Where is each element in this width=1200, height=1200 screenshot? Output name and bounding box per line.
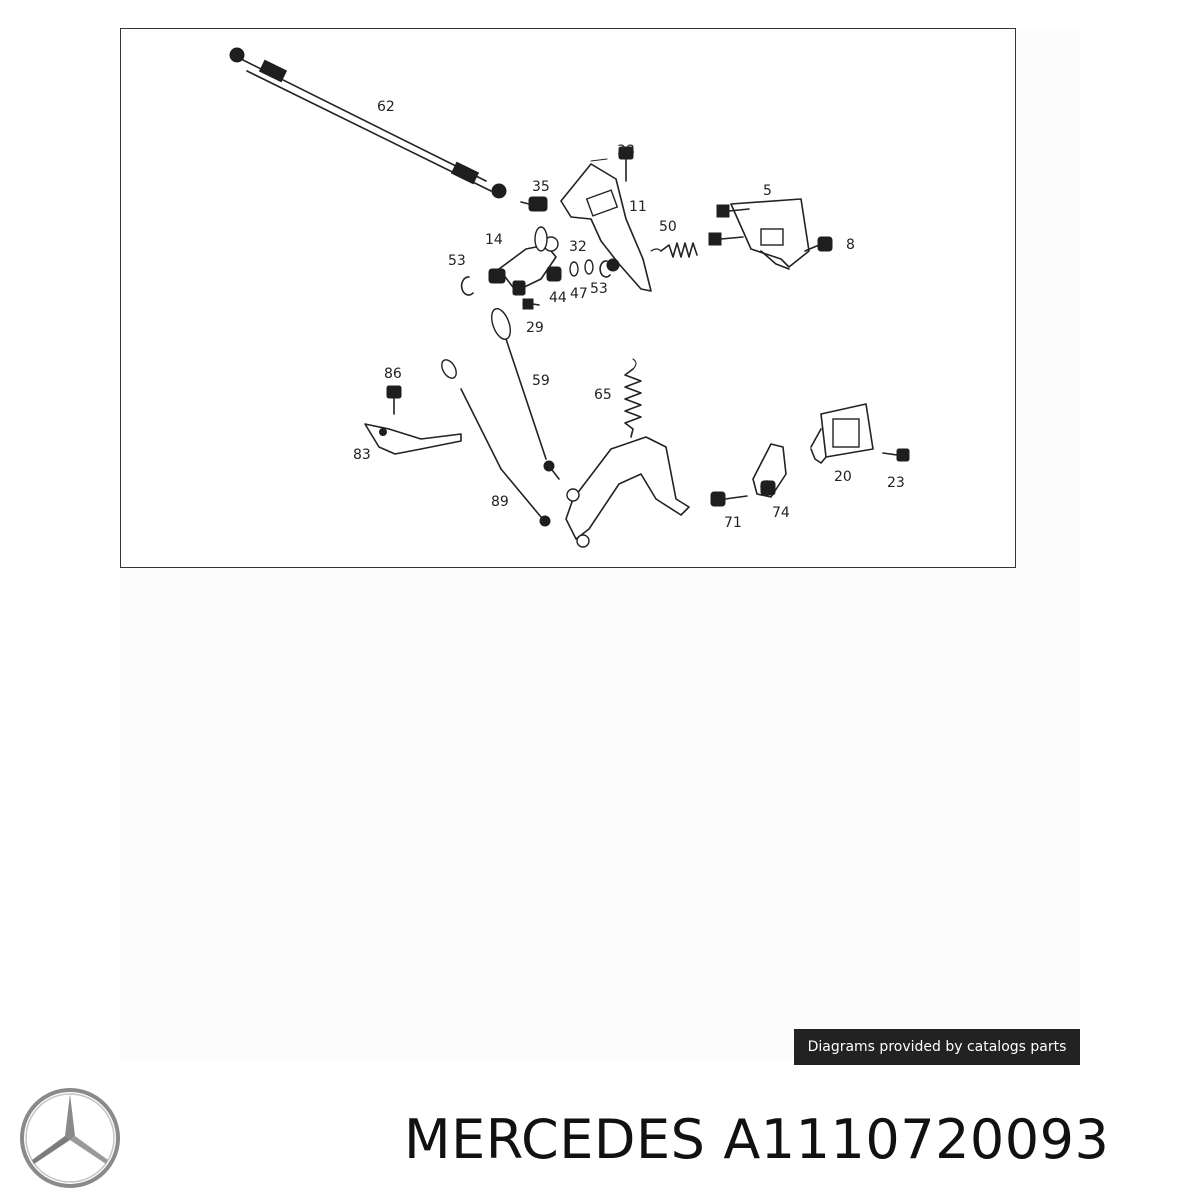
part-8-screw <box>804 236 833 252</box>
part-label-20: 20 <box>834 469 852 485</box>
part-44-bushing <box>546 266 562 282</box>
part-label-5: 5 <box>763 183 772 199</box>
part-label-50: 50 <box>659 219 677 235</box>
part-50-spring <box>650 242 698 258</box>
part-label-44: 44 <box>549 290 567 306</box>
part-83-bracket <box>364 423 462 455</box>
part-number: A1110720093 <box>723 1108 1110 1171</box>
part-74-bolt <box>710 491 748 507</box>
part-label-53-right: 53 <box>590 281 608 297</box>
part-5-mount-bracket <box>708 198 810 270</box>
part-23-screw <box>882 448 910 462</box>
parts-diagram-frame: 62 38 35 11 5 14 32 50 8 53 44 47 53 29 … <box>120 28 1016 568</box>
part-lever-plate <box>565 436 690 548</box>
part-label-59: 59 <box>532 373 550 389</box>
part-53-clip-left <box>460 276 474 296</box>
part-14-lever <box>488 236 559 296</box>
parts-diagram: 62 38 35 11 5 14 32 50 8 53 44 47 53 29 … <box>229 47 910 548</box>
part-35-nut <box>520 196 548 212</box>
part-label-38: 38 <box>617 143 635 159</box>
part-label-86: 86 <box>384 366 402 382</box>
part-label-89: 89 <box>491 494 509 510</box>
diagram-credit-text: Diagrams provided by catalogs parts <box>807 1039 1067 1055</box>
part-11-bracket <box>560 158 652 292</box>
mercedes-star-icon <box>20 1088 120 1188</box>
part-38-bolt <box>618 146 634 182</box>
part-label-74: 71 <box>724 515 742 531</box>
part-89-gas-strut <box>441 359 551 527</box>
part-47-washer <box>569 259 594 277</box>
part-20-switch <box>810 403 874 464</box>
part-32-washer <box>534 226 548 252</box>
part-label-29: 29 <box>526 320 544 336</box>
part-label-53-left: 53 <box>448 253 466 269</box>
part-62-rod <box>229 47 507 199</box>
product-title: MERCEDES A1110720093 <box>404 1108 1127 1171</box>
part-label-11: 11 <box>629 199 647 215</box>
part-label-62: 62 <box>377 99 395 115</box>
part-label-71: 74 <box>772 505 790 521</box>
part-86-bolt <box>386 385 402 415</box>
part-label-8: 8 <box>846 237 855 253</box>
brand-name: MERCEDES <box>404 1108 706 1171</box>
diagram-credit-badge: Diagrams provided by catalogs parts <box>794 1029 1080 1065</box>
part-29-bolt <box>522 298 540 310</box>
part-65-spring <box>624 358 642 438</box>
part-71-lever <box>752 443 787 498</box>
part-53-clip-right <box>599 258 620 278</box>
part-label-23: 23 <box>887 475 905 491</box>
part-label-65: 65 <box>594 387 612 403</box>
part-label-83: 83 <box>353 447 371 463</box>
part-label-35: 35 <box>532 179 550 195</box>
part-label-32: 32 <box>569 239 587 255</box>
part-label-14: 14 <box>485 232 503 248</box>
part-59-rod <box>491 308 560 480</box>
part-label-47: 47 <box>570 286 588 302</box>
